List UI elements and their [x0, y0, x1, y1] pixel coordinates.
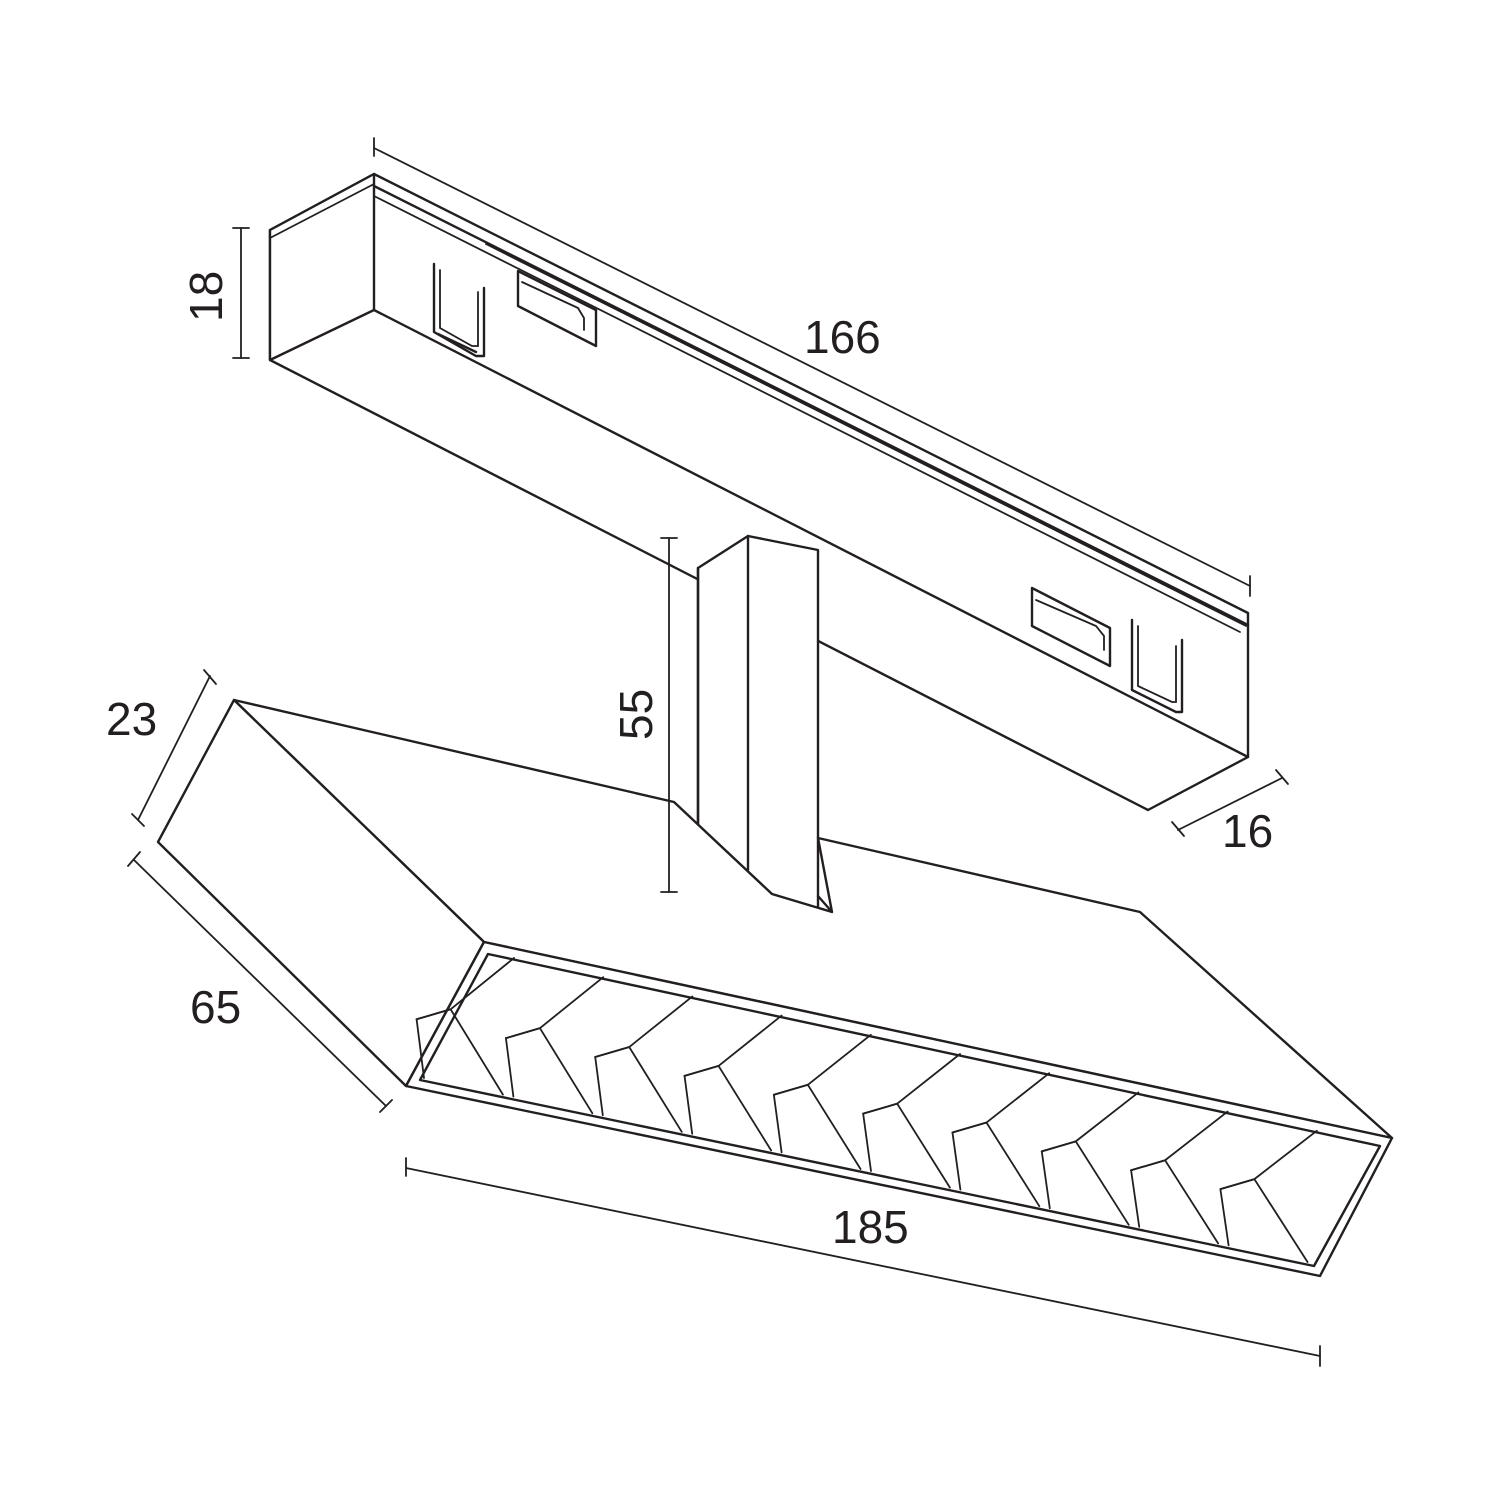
louvre-frame	[418, 952, 1382, 1268]
louvre-divider	[594, 1056, 604, 1117]
louvre-divider	[1219, 1188, 1230, 1247]
head-front-face	[404, 940, 1394, 1278]
louvre-fin	[415, 1008, 504, 1096]
dim-stem-height: 55	[610, 689, 662, 740]
dim-head-height: 23	[106, 693, 157, 745]
louvre-fin	[594, 1045, 683, 1133]
louvre-divider	[951, 1131, 962, 1191]
dimension-lines	[127, 137, 1321, 1367]
louvre-divider	[1130, 1169, 1141, 1228]
louvres	[415, 957, 1318, 1263]
dim-rail-width: 16	[1222, 805, 1273, 857]
louvre-fin	[1040, 1140, 1130, 1226]
dim-head-length: 185	[832, 1201, 909, 1253]
louvre-fin	[1219, 1178, 1309, 1263]
louvre-divider	[1040, 1150, 1051, 1210]
louvre-divider	[772, 1093, 783, 1154]
louvre-fin	[951, 1121, 1041, 1208]
louvre-divider	[862, 1112, 872, 1172]
louvre-fin	[772, 1083, 862, 1170]
louvre-divider	[505, 1037, 515, 1098]
rail-clip-right	[1130, 618, 1184, 714]
louvre-divider	[683, 1075, 694, 1135]
rail-clip-left	[432, 262, 486, 358]
louvre-fin	[683, 1064, 773, 1152]
dim-rail-height: 18	[180, 271, 232, 322]
dimension-labels: 166 18 16 55 23 65 185	[106, 271, 1273, 1253]
louvre-divider	[415, 1018, 425, 1079]
light-head	[156, 698, 1394, 1278]
dim-rail-length: 166	[804, 311, 881, 363]
rail-slot-left	[516, 269, 598, 348]
louvre-fin	[505, 1027, 594, 1115]
dim-head-depth: 65	[190, 981, 241, 1033]
louvre-fin	[1130, 1159, 1220, 1245]
rail-adapter	[268, 172, 1250, 812]
louvre-fin	[862, 1102, 951, 1189]
rail-slot-right	[1030, 586, 1112, 668]
